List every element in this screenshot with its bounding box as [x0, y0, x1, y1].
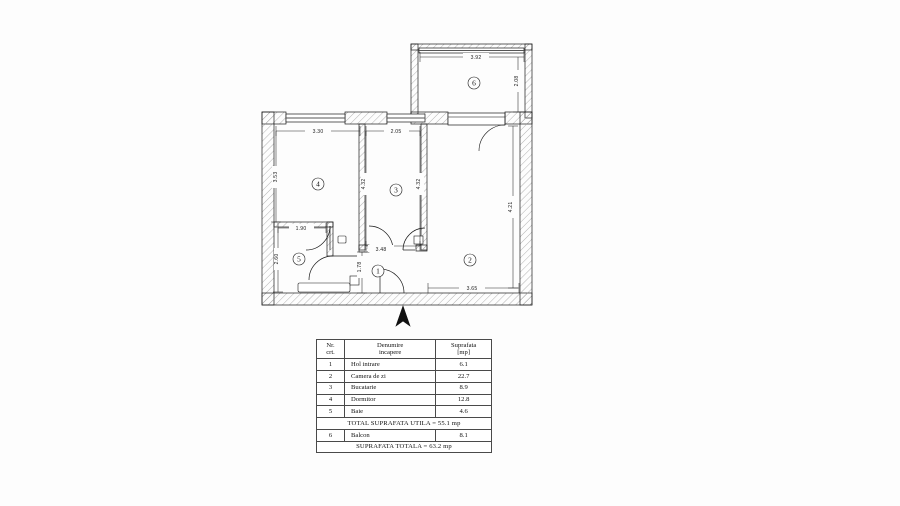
total-label: SUPRAFATA TOTALA = 63.2 mp — [316, 440, 492, 454]
kitchen-fixtures — [413, 235, 424, 245]
row-area: 8.9 — [435, 381, 492, 395]
room-marker-3 — [389, 183, 403, 197]
dim-bathroom-width: 1.90 — [296, 226, 307, 232]
dim-room2-height: 4.21 — [508, 202, 514, 213]
room-number-4: 4 — [316, 180, 320, 189]
header-area-line1: Suprafata — [450, 341, 477, 349]
header-area-line2: [mp] — [457, 349, 471, 357]
wall-top-mid-pier — [344, 111, 388, 125]
row-nr: 3 — [315, 381, 346, 395]
header-nr-line2: crt. — [326, 349, 335, 357]
room-number-labels: 1 2 3 4 5 6 — [297, 79, 476, 276]
wall-balcony-right — [524, 43, 533, 119]
dimension-lines — [271, 52, 525, 294]
fixture-toilet — [337, 235, 347, 244]
row-name: Bucatarie — [344, 381, 437, 395]
header-name-line1: Denumire — [376, 341, 404, 349]
table-row: 4 Dormitor 12.8 — [315, 393, 492, 407]
row-name: Balcon — [344, 428, 437, 442]
room-number-2: 2 — [468, 256, 472, 265]
fixture-sink — [349, 275, 360, 286]
wall-structure — [261, 43, 533, 306]
row-area: 22.7 — [435, 370, 492, 383]
room-marker-2 — [463, 253, 477, 267]
dimension-labels: 3.30 3.53 2.05 4.32 4.32 3.48 1.78 3.65 … — [272, 53, 522, 292]
dim-balcony-height: 2.08 — [514, 76, 520, 87]
row-nr: 1 — [315, 358, 346, 372]
door-balcony — [478, 113, 506, 152]
room-marker-1 — [371, 264, 385, 278]
row-nr: 2 — [315, 370, 346, 383]
table-total-row: SUPRAFATA TOTALA = 63.2 mp — [316, 440, 492, 454]
dim-hall-height: 1.78 — [357, 262, 363, 273]
dim-room2-width: 3.65 — [467, 286, 478, 292]
room-number-5: 5 — [297, 255, 301, 264]
room-marker-6 — [467, 76, 481, 90]
row-nr: 4 — [315, 393, 346, 407]
dim-room3-right-height: 4.32 — [416, 179, 422, 190]
row-area: 4.6 — [435, 405, 492, 419]
fixture-kitchen-counter — [413, 235, 424, 245]
dim-room4-height: 3.53 — [273, 172, 279, 183]
room-area-table: Nr. crt. Denumire incapere Suprafata [mp… — [315, 338, 492, 454]
header-nr: Nr. crt. — [315, 338, 346, 360]
room-number-3: 3 — [394, 186, 398, 195]
window-balcony-to-living — [447, 112, 506, 126]
wall-outer-left — [261, 111, 275, 306]
row-area: 12.8 — [435, 393, 492, 407]
room-number-6: 6 — [472, 79, 476, 88]
header-name-line2: incapere — [378, 349, 402, 357]
wall-balcony-left — [410, 43, 419, 119]
windows — [285, 47, 525, 126]
table-row: 2 Camera de zi 22.7 — [315, 370, 492, 383]
wall-stub-hall-living — [415, 244, 428, 252]
row-name: Hol intrare — [344, 358, 437, 372]
table-row: 5 Baie 4.6 — [315, 405, 492, 419]
row-nr: 6 — [315, 428, 346, 442]
fixture-bathtub — [297, 282, 351, 293]
table-row: 3 Bucatarie 8.9 — [315, 381, 492, 395]
row-name: Dormitor — [344, 393, 437, 407]
table-subtotal-row: TOTAL SUPRAFATA UTILA = 55.1 mp — [316, 417, 492, 430]
wall-outer-right — [519, 111, 533, 306]
dim-room3-width: 2.05 — [391, 129, 402, 135]
header-area: Suprafata [mp] — [435, 338, 492, 360]
room-marker-4 — [311, 177, 325, 191]
row-name: Baie — [344, 405, 437, 419]
bathroom-fixtures — [297, 235, 360, 293]
room-marker-5 — [292, 252, 306, 266]
entrance-arrow-icon — [395, 305, 411, 327]
dim-bathroom-height: 2.60 — [274, 254, 280, 265]
wall-outer-bottom — [261, 292, 533, 306]
door-living — [402, 227, 426, 251]
room-number-markers — [292, 76, 481, 278]
row-area: 8.1 — [435, 428, 492, 442]
header-name: Denumire incapere — [344, 338, 437, 360]
row-name: Camera de zi — [344, 370, 437, 383]
header-nr-line1: Nr. — [326, 341, 335, 349]
door-bathroom — [305, 225, 331, 251]
doors — [305, 113, 506, 294]
dim-hall-width: 3.48 — [376, 247, 387, 253]
door-room4 — [308, 255, 357, 281]
room-number-1: 1 — [376, 267, 380, 276]
table-row: 6 Balcon 8.1 — [315, 428, 492, 442]
table-header-row: Nr. crt. Denumire incapere Suprafata [mp… — [315, 338, 492, 360]
dim-balcony-width: 3.92 — [471, 55, 482, 61]
row-area: 6.1 — [435, 358, 492, 372]
table-row: 1 Hol intrare 6.1 — [315, 358, 492, 372]
dim-room3-left-height: 4.32 — [361, 179, 367, 190]
row-nr: 5 — [315, 405, 346, 419]
subtotal-label: TOTAL SUPRAFATA UTILA = 55.1 mp — [316, 417, 492, 430]
dim-room4-width: 3.30 — [313, 129, 324, 135]
